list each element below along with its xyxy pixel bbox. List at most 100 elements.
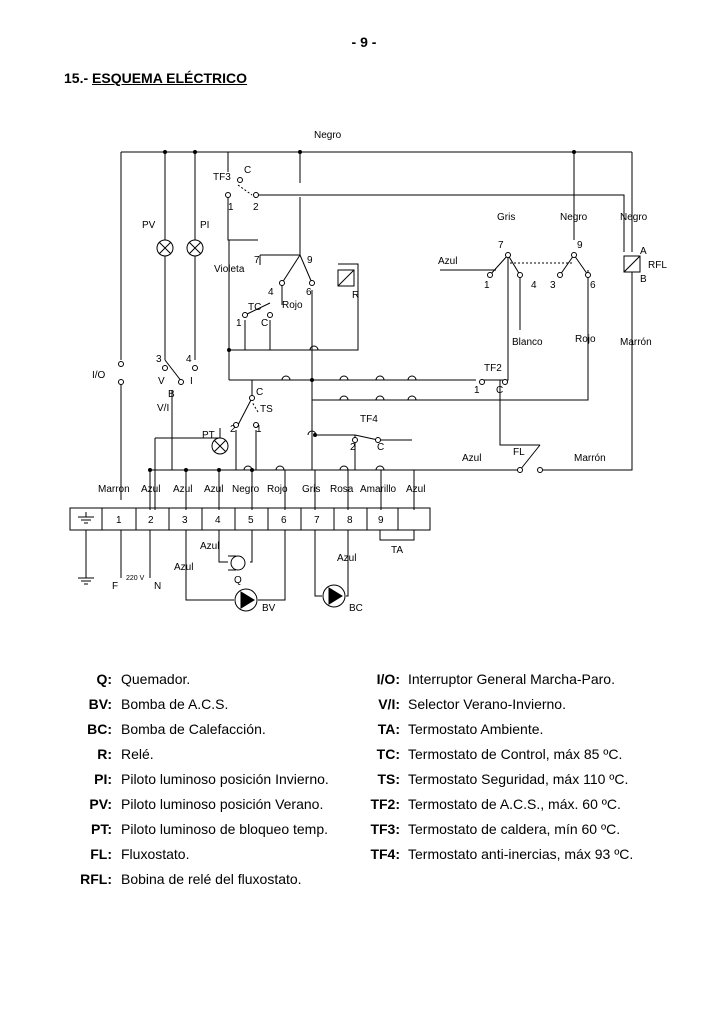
contact-rfl-b: B <box>640 274 647 285</box>
contact-rfl-7: 7 <box>498 240 504 251</box>
legend-code: TF2: <box>370 796 400 812</box>
label-vi: V/I <box>157 403 169 414</box>
contact-tf3-2: 2 <box>253 202 259 213</box>
label-q: Q <box>234 575 242 586</box>
legend-code: BV: <box>88 696 112 712</box>
legend-desc: Piloto luminoso posición Verano. <box>121 796 324 812</box>
contact-r-9: 9 <box>307 255 313 266</box>
contact-tf4-2: 2 <box>350 442 356 453</box>
contact-rfl-4: 4 <box>531 280 537 291</box>
supply-f: F <box>112 581 118 592</box>
terminal-number: 1 <box>116 515 122 526</box>
contact-tc-c: C <box>261 318 268 329</box>
terminal-number: 9 <box>378 515 384 526</box>
terminal-wire-label: Marron <box>98 484 130 495</box>
wire-label-azul-upper: Azul <box>438 256 457 267</box>
contact-tc-1: 1 <box>236 318 242 329</box>
legend-code: Q: <box>96 671 112 687</box>
contact-tf3-c: C <box>244 165 251 176</box>
wire-crossings <box>243 345 417 471</box>
contact-tf3-1: 1 <box>228 202 234 213</box>
terminal-number: 8 <box>347 515 353 526</box>
q-burner <box>218 530 253 571</box>
label-tf2: TF2 <box>484 363 502 374</box>
label-io: I/O <box>92 370 106 381</box>
terminal-wire-label: Negro <box>232 484 260 495</box>
legend-desc: Selector Verano-Invierno. <box>408 696 566 712</box>
r-coil <box>337 269 355 287</box>
wire-label-azul-q: Azul <box>200 541 219 552</box>
terminal-wire-label: Rosa <box>330 484 354 495</box>
terminal-number: 6 <box>281 515 287 526</box>
legend-desc: Bobina de relé del fluxostato. <box>121 871 302 887</box>
contact-ts-1: 1 <box>256 424 262 435</box>
legend-desc: Fluxostato. <box>121 846 190 862</box>
legend-desc: Termostato de A.C.S., máx. 60 ºC. <box>408 796 621 812</box>
wire-label-violeta: Violeta <box>214 264 245 275</box>
bv-pump <box>185 530 286 612</box>
legend-desc: Termostato de Control, máx 85 ºC. <box>408 746 623 762</box>
label-pv: PV <box>142 220 156 231</box>
wire-label-gris: Gris <box>497 212 515 223</box>
wiring-diagram: Negro TF3 C 1 2 PV PI Gris Negro Negro V… <box>69 130 667 614</box>
terminal-wire-label: Azul <box>406 484 425 495</box>
legend-code: TC: <box>376 746 400 762</box>
wire-label-negro-b: Negro <box>620 212 648 223</box>
legend-desc: Interruptor General Marcha-Paro. <box>408 671 615 687</box>
contact-rfl-1: 1 <box>484 280 490 291</box>
contact-vi-b: B <box>168 389 175 400</box>
terminal-number: 3 <box>182 515 188 526</box>
label-rfl: RFL <box>648 260 667 271</box>
terminal-wire-label: Rojo <box>267 484 288 495</box>
legend-code: I/O: <box>376 671 400 687</box>
wire-label-marron-fl: Marrón <box>574 453 606 464</box>
legend-code: BC: <box>87 721 112 737</box>
supply-n: N <box>154 581 161 592</box>
legend-code: TS: <box>377 771 400 787</box>
diagram-labels: Negro TF3 C 1 2 PV PI Gris Negro Negro V… <box>92 130 667 614</box>
legend-code: TF3: <box>370 821 400 837</box>
pt-lamp <box>211 437 229 455</box>
contact-ts-2: 2 <box>230 424 236 435</box>
label-ts: TS <box>260 404 273 415</box>
supply-lines <box>78 530 151 585</box>
wire-label-negro-top: Negro <box>314 130 342 141</box>
label-bc: BC <box>349 603 363 614</box>
legend-code: PT: <box>91 821 112 837</box>
contact-tf4-c: C <box>377 442 384 453</box>
mechanical-links <box>237 184 572 413</box>
contact-rfl-9: 9 <box>577 240 583 251</box>
wire-label-rojo-tc: Rojo <box>282 300 303 311</box>
terminal-wire-label: Azul <box>173 484 192 495</box>
terminal-wire-label: Amarillo <box>360 484 397 495</box>
label-tf3: TF3 <box>213 172 231 183</box>
section-heading: 15.- ESQUEMA ELÉCTRICO <box>64 70 247 86</box>
legend-code: FL: <box>90 846 112 862</box>
contact-r-6: 6 <box>306 287 312 298</box>
legend-desc: Termostato anti-inercias, máx 93 ºC. <box>408 846 634 862</box>
supply-voltage: 220 V <box>126 575 145 582</box>
contact-ts-c: C <box>256 387 263 398</box>
pi-lamp <box>186 239 204 257</box>
wire-label-negro-a: Negro <box>560 212 588 223</box>
label-tc: TC <box>248 302 261 313</box>
section-title: ESQUEMA ELÉCTRICO <box>92 70 248 86</box>
contact-vi-i: I <box>190 376 193 387</box>
pv-lamp <box>156 239 174 257</box>
contact-tf2-1: 1 <box>474 385 480 396</box>
wire-label-rojo-right: Rojo <box>575 334 596 345</box>
label-bv: BV <box>262 603 276 614</box>
terminal-number: 2 <box>148 515 154 526</box>
wire-label-azul-bv: Azul <box>174 562 193 573</box>
label-pt: PT <box>202 430 215 441</box>
label-fl: FL <box>513 447 525 458</box>
terminal-number: 5 <box>248 515 254 526</box>
wire-label-marron-right: Marrón <box>620 337 652 348</box>
contact-vi-3: 3 <box>156 354 162 365</box>
legend-code: R: <box>97 746 112 762</box>
legend-code: RFL: <box>80 871 112 887</box>
label-r: R <box>352 290 359 301</box>
contact-r-4: 4 <box>268 287 274 298</box>
legend-desc: Termostato Seguridad, máx 110 ºC. <box>408 771 629 787</box>
wire-label-azul-fl: Azul <box>462 453 481 464</box>
